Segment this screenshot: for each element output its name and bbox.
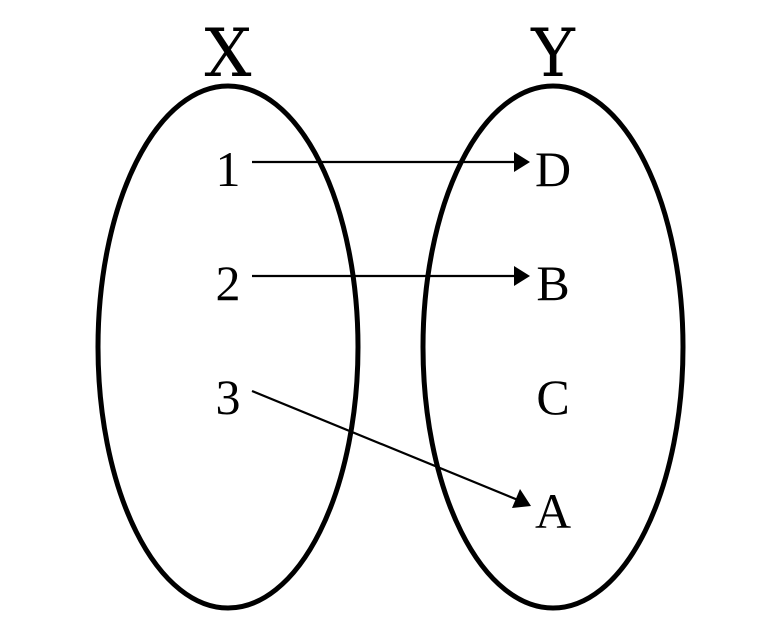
codomain-element: D	[535, 141, 571, 197]
mapping-arrow-3-to-a	[251, 389, 531, 508]
set-y-ellipse	[420, 83, 686, 611]
domain-element: 3	[216, 369, 241, 425]
codomain-element: C	[536, 369, 569, 425]
set-x-ellipse	[95, 83, 361, 611]
domain-element: 2	[216, 255, 241, 311]
set-x-label: X	[205, 15, 252, 92]
mapping-arrow-2-to-b	[252, 266, 530, 286]
arrowhead	[514, 152, 530, 172]
arrow-line	[251, 389, 519, 502]
domain-element: 1	[216, 141, 241, 197]
set-y-label: Y	[530, 15, 576, 92]
codomain-element: B	[536, 255, 569, 311]
codomain-element: A	[535, 483, 571, 539]
arrowhead	[514, 266, 530, 286]
arrowhead	[512, 489, 531, 508]
mapping-arrow-1-to-d	[252, 152, 530, 172]
